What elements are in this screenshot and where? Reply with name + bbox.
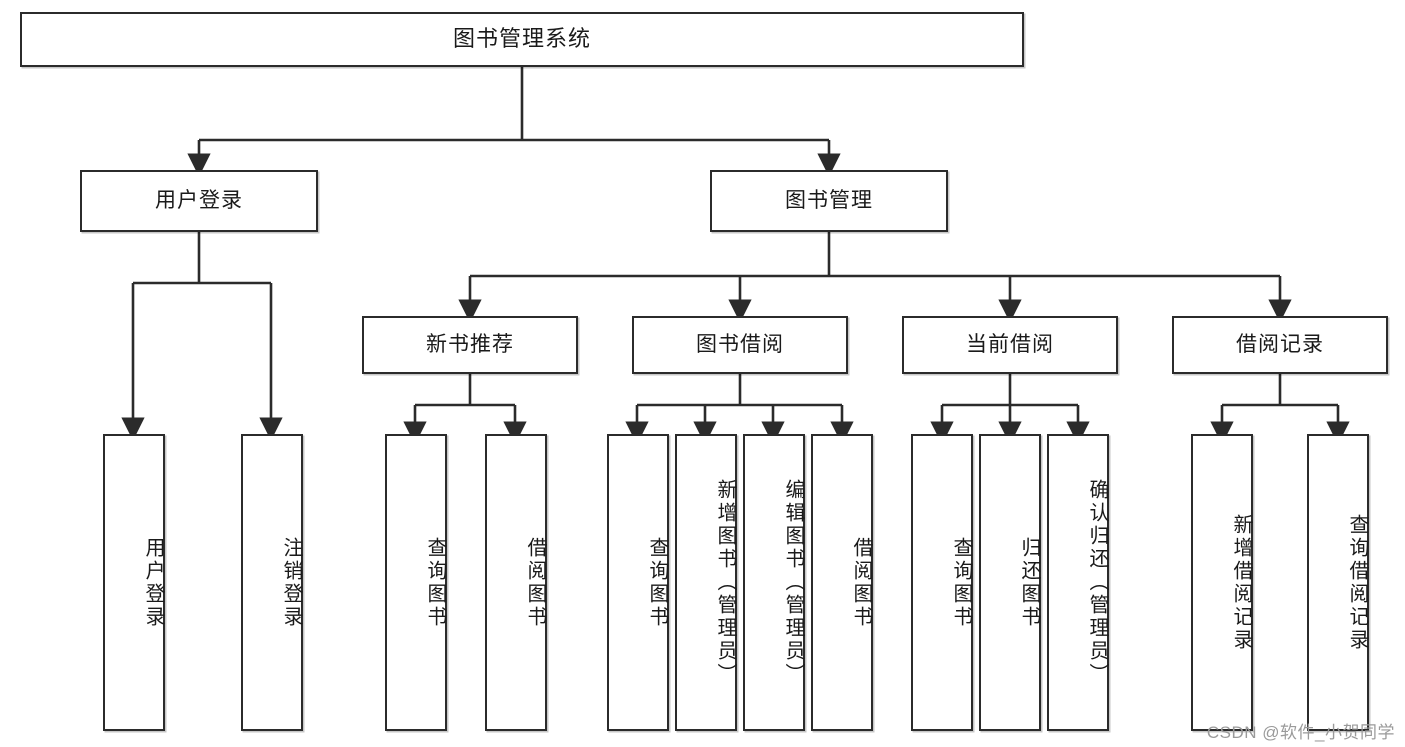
leaf-new-book-recommend-1[interactable]: 借阅图书 [485, 434, 547, 731]
watermark: CSDN @软件_小贺同学 [1206, 723, 1395, 742]
leaf-label: 查询图书 [424, 536, 446, 629]
node-book-borrow[interactable]: 图书借阅 [632, 316, 848, 374]
leaf-current-borrow-0[interactable]: 查询图书 [911, 434, 973, 731]
leaf-label: 查询借阅记录 [1346, 513, 1368, 652]
node-root[interactable]: 图书管理系统 [20, 12, 1024, 67]
node-new-book-recommend[interactable]: 新书推荐 [362, 316, 578, 374]
leaf-book-borrow-2[interactable]: 编辑图书（管理员） [743, 434, 805, 731]
node-user-login[interactable]: 用户登录 [80, 170, 318, 232]
leaf-label: 确认归还（管理员） [1086, 479, 1108, 686]
leaf-label: 新增借阅记录 [1230, 513, 1252, 652]
leaf-label: 用户登录 [142, 536, 164, 629]
leaf-book-borrow-0[interactable]: 查询图书 [607, 434, 669, 731]
leaf-label: 查询图书 [950, 536, 972, 629]
leaf-book-borrow-3[interactable]: 借阅图书 [811, 434, 873, 731]
node-book-management[interactable]: 图书管理 [710, 170, 948, 232]
leaf-current-borrow-2[interactable]: 确认归还（管理员） [1047, 434, 1109, 731]
node-user-login-label: 用户登录 [155, 189, 243, 213]
leaf-label: 查询图书 [646, 536, 668, 629]
node-borrow-record[interactable]: 借阅记录 [1172, 316, 1388, 374]
leaf-label: 借阅图书 [524, 536, 546, 629]
leaf-user-login-1[interactable]: 注销登录 [241, 434, 303, 731]
node-root-label: 图书管理系统 [452, 26, 591, 52]
node-current-borrow[interactable]: 当前借阅 [902, 316, 1118, 374]
leaf-label: 注销登录 [280, 536, 302, 629]
node-current-borrow-label: 当前借阅 [966, 333, 1054, 357]
leaf-label: 编辑图书（管理员） [782, 479, 804, 686]
leaf-borrow-record-1[interactable]: 查询借阅记录 [1307, 434, 1369, 731]
leaf-new-book-recommend-0[interactable]: 查询图书 [385, 434, 447, 731]
leaf-user-login-0[interactable]: 用户登录 [103, 434, 165, 731]
leaf-borrow-record-0[interactable]: 新增借阅记录 [1191, 434, 1253, 731]
leaf-label: 归还图书 [1018, 536, 1040, 629]
node-book-management-label: 图书管理 [785, 189, 873, 213]
node-new-book-recommend-label: 新书推荐 [426, 333, 514, 357]
node-borrow-record-label: 借阅记录 [1236, 333, 1324, 357]
leaf-book-borrow-1[interactable]: 新增图书（管理员） [675, 434, 737, 731]
leaf-label: 借阅图书 [850, 536, 872, 629]
leaf-current-borrow-1[interactable]: 归还图书 [979, 434, 1041, 731]
leaf-label: 新增图书（管理员） [714, 479, 736, 686]
node-book-borrow-label: 图书借阅 [696, 333, 784, 357]
